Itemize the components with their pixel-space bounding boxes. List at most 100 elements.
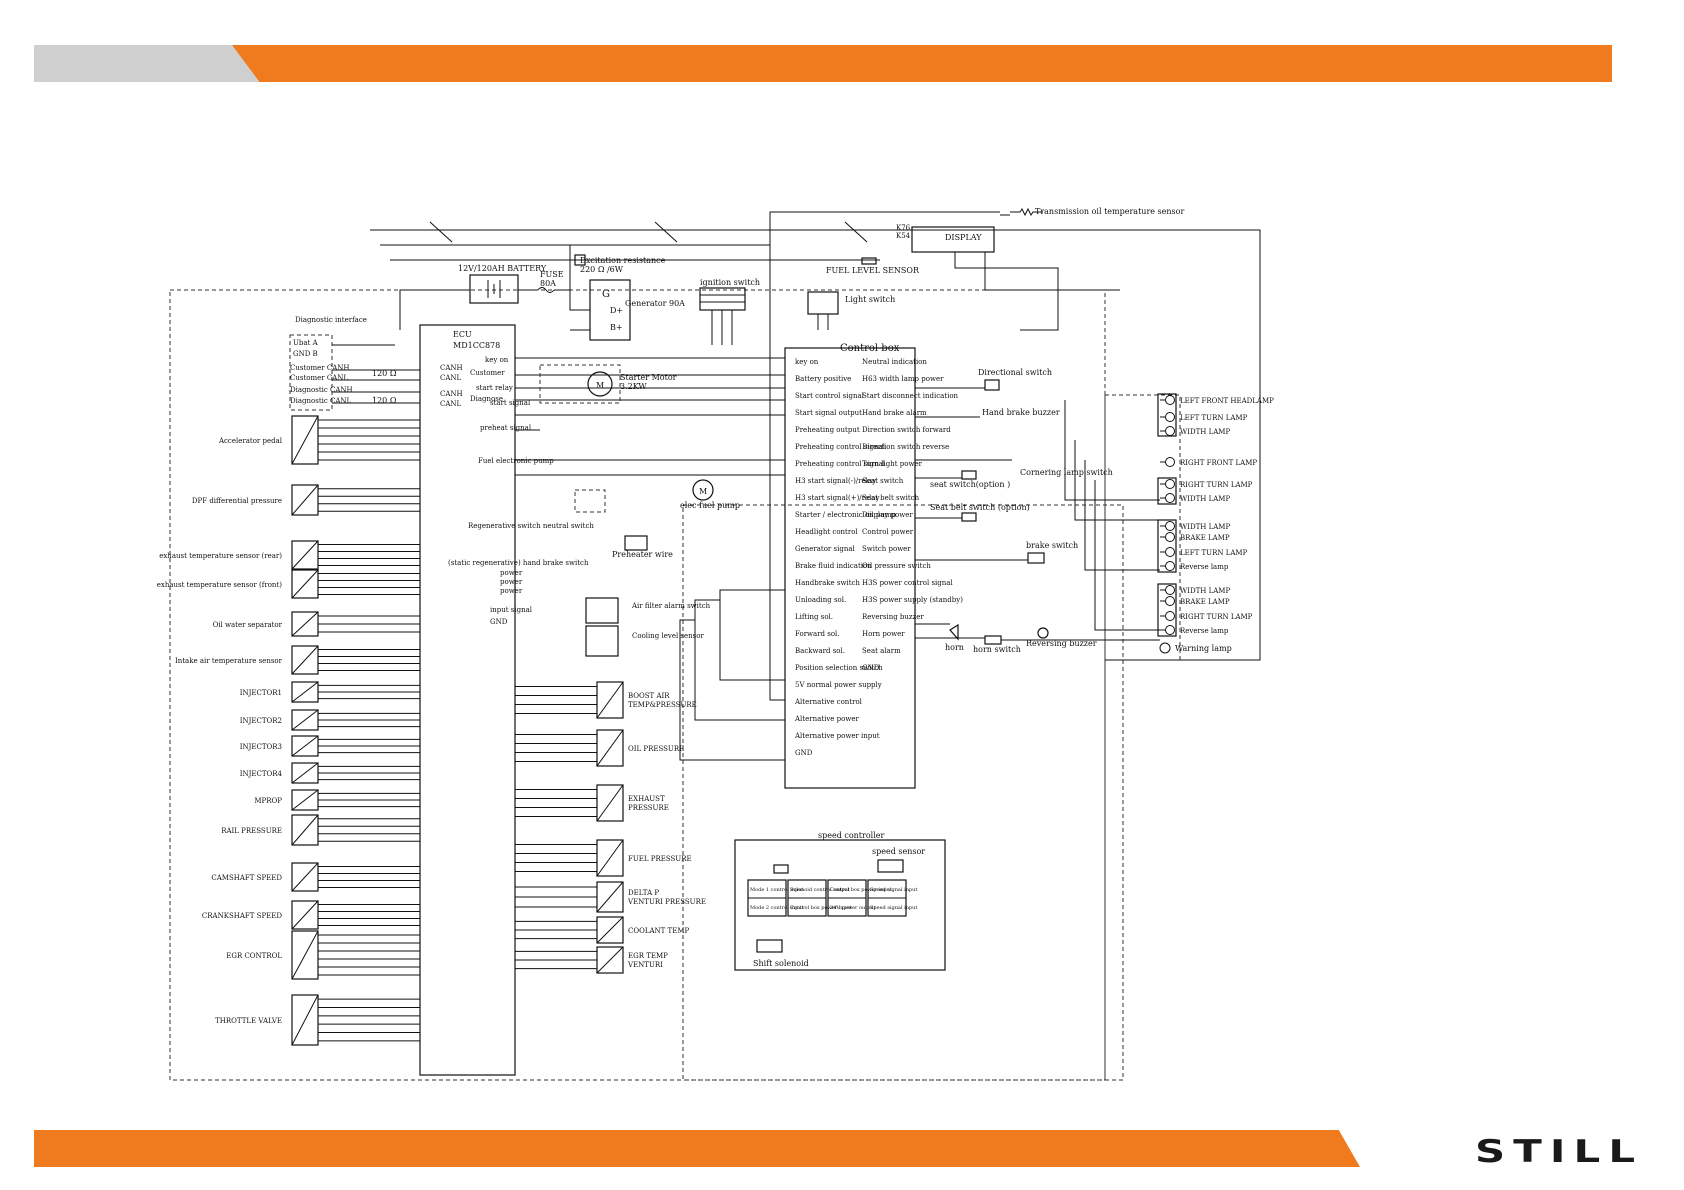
ecu-pin-canl-diag: CANL xyxy=(440,400,462,408)
transmission-sensor-label: Transmission oil temperature sensor xyxy=(1035,207,1184,216)
ecu-pin-canh-diag: CANH xyxy=(440,390,463,398)
brake-switch-label: brake switch xyxy=(1026,541,1078,550)
starter-kw: 3.2KW xyxy=(620,382,647,391)
ecu-key-on: key on xyxy=(485,356,509,364)
brake-switch xyxy=(1027,552,1045,564)
lamp-label: WIDTH LAMP xyxy=(1180,495,1230,503)
cb-right-pin-label: Direction switch forward xyxy=(862,426,951,434)
ecu xyxy=(419,324,516,1076)
cb-right-pin-label: Display power xyxy=(862,511,913,519)
lamp-group-front-right xyxy=(1157,477,1177,505)
sensor-fuel-pressure-label: FUEL PRESSURE xyxy=(628,855,692,863)
lamp-symbol xyxy=(1165,547,1175,557)
sensor-dpf xyxy=(291,484,319,516)
header-band-grey xyxy=(34,45,264,82)
lamp-symbol xyxy=(1165,457,1175,467)
cb-left-pin-label: Battery positive xyxy=(795,375,851,383)
cb-right-pin-label: Seat belt switch xyxy=(862,494,920,502)
horn-switch-label: horn switch xyxy=(973,645,1021,654)
cooling-level-sensor xyxy=(585,625,619,657)
hand-brake-buzzer-label: Hand brake buzzer xyxy=(982,408,1060,417)
starter-motor xyxy=(587,371,613,397)
shift-solenoid xyxy=(756,939,783,953)
warning-lamp-label: Warning lamp xyxy=(1175,644,1232,653)
ecu-static-regen: (static regenerative) hand brake switch xyxy=(448,559,589,567)
lamp-label: LEFT FRONT HEADLAMP xyxy=(1180,397,1274,405)
cb-right-pin-label: Turn light power xyxy=(862,460,923,468)
horn xyxy=(949,623,959,641)
cb-left-pin-label: key on xyxy=(795,358,819,366)
injector-1-label: INJECTOR1 xyxy=(240,689,282,697)
can-resistor-b: 120 Ω xyxy=(372,396,397,405)
air-filter-label: Air filter alarm switch xyxy=(631,602,711,610)
cb-right-pin-label: Switch power xyxy=(862,545,911,553)
battery-label: 12V/120AH BATTERY xyxy=(458,264,547,273)
cb-left-pin-label: Preheating control signal xyxy=(795,443,886,451)
ecu-power-2: power xyxy=(500,578,523,586)
speed-controller xyxy=(734,839,946,971)
cb-right-pin-label: Direction switch reverse xyxy=(862,443,949,451)
cb-right-pin-label: Oil pressure switch xyxy=(862,562,931,570)
cb-right-pin-label: GND xyxy=(862,664,880,672)
reversing-buzzer xyxy=(1037,627,1049,639)
ecu-power-3: power xyxy=(500,587,523,595)
cb-right-pin-label: Control power xyxy=(862,528,914,536)
sensor-boost-air-label: BOOST AIR xyxy=(628,692,670,700)
lamp-symbol xyxy=(1165,625,1175,635)
lamp-label: WIDTH LAMP xyxy=(1180,587,1230,595)
lamp-harness-boundary xyxy=(1104,394,1181,661)
cb-left-pin-label: Position selection switch xyxy=(795,664,883,672)
sensor-crankshaft-speed xyxy=(291,900,319,930)
svg-text:Customer CANH: Customer CANH xyxy=(290,364,349,372)
ecu-power-1: power xyxy=(500,569,523,577)
sensor-exhaust-temp-rear-label: exhaust temperature sensor (rear) xyxy=(159,552,282,560)
lamp-label: WIDTH LAMP xyxy=(1180,523,1230,531)
ecu-customer-label: Customer xyxy=(470,369,505,377)
actuator-egr-control-label: EGR CONTROL xyxy=(226,952,282,960)
lamp-list: LEFT FRONT HEADLAMP LEFT TURN LAMP WIDTH L… xyxy=(1157,393,1274,637)
starter-motor-label: Starter Motor xyxy=(620,373,677,382)
fuse-label: FUSE xyxy=(540,270,564,279)
sensor-accelerator-pedal-label: Accelerator pedal xyxy=(218,437,283,445)
lamp-group-rear-left xyxy=(1157,519,1177,573)
cb-left-pin-label: Start control signal xyxy=(795,392,865,400)
actuator-throttle-valve xyxy=(291,994,319,1046)
sensor-rail-pressure-label: RAIL PRESSURE xyxy=(221,827,282,835)
shift-solenoid-label: Shift solenoid xyxy=(753,959,809,968)
control-box xyxy=(784,347,916,789)
cb-right-pin-label: H63 width lamp power xyxy=(862,375,944,383)
cb-right-pin-label: Horn power xyxy=(862,630,905,638)
lamp-symbol xyxy=(1165,412,1175,422)
lamp-label: LEFT TURN LAMP xyxy=(1180,414,1248,422)
excitation-label: Excitation resistance xyxy=(580,256,666,265)
ignition-switch-label: ignition switch xyxy=(700,278,760,287)
svg-text:K76: K76 xyxy=(896,224,911,232)
reversing-buzzer-label: Reversing buzzer xyxy=(1026,639,1097,648)
generator-label: Generator 90A xyxy=(625,299,685,308)
svg-text:GND B: GND B xyxy=(293,350,318,358)
lamp-symbol xyxy=(1165,493,1175,503)
lamp-group-front-left xyxy=(1157,393,1177,437)
air-filter-switch xyxy=(585,597,619,624)
lamp-label: RIGHT TURN LAMP xyxy=(1180,613,1253,621)
cb-left-pin-label: Backward sol. xyxy=(795,647,845,655)
header-band-orange xyxy=(232,45,1612,82)
lamp-symbol xyxy=(1165,479,1175,489)
svg-text:Diagnostic CANH: Diagnostic CANH xyxy=(290,386,353,394)
directional-switch-label: Directional switch xyxy=(978,368,1052,377)
warning-lamp xyxy=(1159,642,1171,654)
cb-left-pin-label: Preheating output xyxy=(795,426,860,434)
speed-sensor-label: speed sensor xyxy=(872,847,925,856)
cb-right-pin-label: H3S power control signal xyxy=(862,579,953,587)
lamp-symbol xyxy=(1165,395,1175,405)
can-resistor-a: 120 Ω xyxy=(372,369,397,378)
seat-belt-label: Seat belt switch (option) xyxy=(930,503,1030,512)
sensor-exhaust-temp-front xyxy=(291,569,319,599)
lamp-group-rear-right xyxy=(1157,583,1177,637)
still-logo: STILL xyxy=(1475,1134,1644,1170)
sensor-accelerator-pedal xyxy=(291,415,319,465)
actuator-mprop-label: MPROP xyxy=(254,797,282,805)
control-box-label: Control box xyxy=(840,343,900,354)
